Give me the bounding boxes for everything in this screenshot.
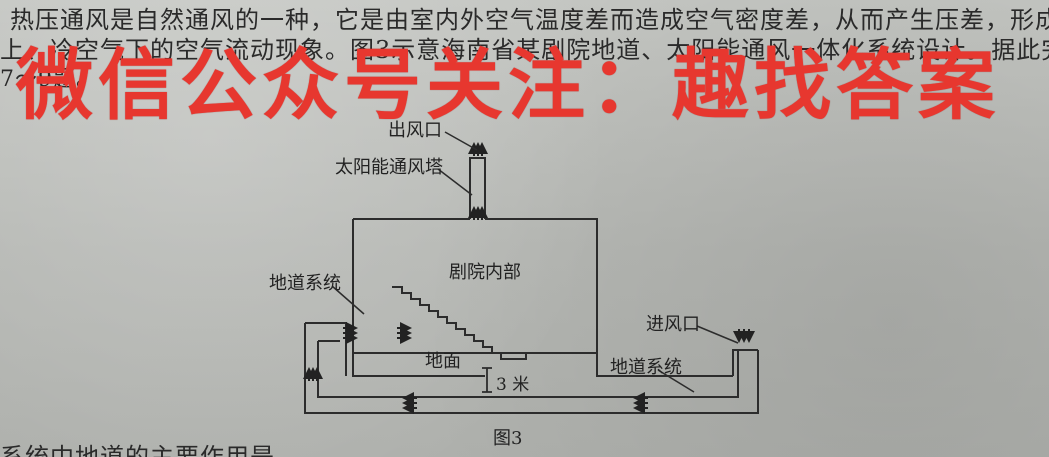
- depth-marker: [482, 367, 492, 393]
- leader-lines: [331, 131, 739, 393]
- underground-left-arrows: [402, 392, 417, 414]
- theater-interior-label: 剧院内部: [449, 262, 521, 283]
- bottom-question-line: 系统中地道的主要作用是: [0, 443, 275, 457]
- outlet-label: 出风口: [388, 120, 442, 141]
- outlet-arrows: [468, 142, 488, 156]
- underground-right-arrows: [633, 392, 648, 414]
- solar-tower-outline: [469, 157, 486, 219]
- solar-tower-arrows: [468, 206, 488, 220]
- paragraph-line-1: 热压通风是自然通风的一种，它是由室内外空气温度差而造成空气密度差，从而产生压差，…: [10, 6, 1049, 34]
- paragraph-line-2: 上、冷空气下的空气流动现象。图3示意海南省某剧院地道、太阳能通风一体化系统设计。…: [0, 36, 1049, 64]
- paragraph-line-3: 7～9题。: [0, 67, 99, 92]
- seating-steps: [392, 286, 597, 360]
- ground-label: 地面: [425, 351, 461, 372]
- depth-label: 3 米: [496, 375, 529, 395]
- interior-left-arrows: [343, 322, 412, 344]
- right-inlet-shaft: [732, 349, 758, 376]
- underground-system-left-label: 地道系统: [269, 273, 341, 294]
- figure-caption: 图3: [493, 428, 522, 449]
- inlet-arrows: [733, 329, 755, 343]
- underground-system-right-label: 地道系统: [610, 357, 682, 378]
- left-duct-wall: [305, 322, 347, 376]
- watermark: 微信公众号关注：趣找答案: [16, 42, 1000, 131]
- inlet-label: 进风口: [646, 314, 700, 335]
- solar-tower-label: 太阳能通风塔: [335, 157, 443, 178]
- theater-outline: [352, 218, 598, 354]
- underground-duct-outline: [304, 323, 759, 414]
- left-duct-up-arrows: [303, 367, 323, 381]
